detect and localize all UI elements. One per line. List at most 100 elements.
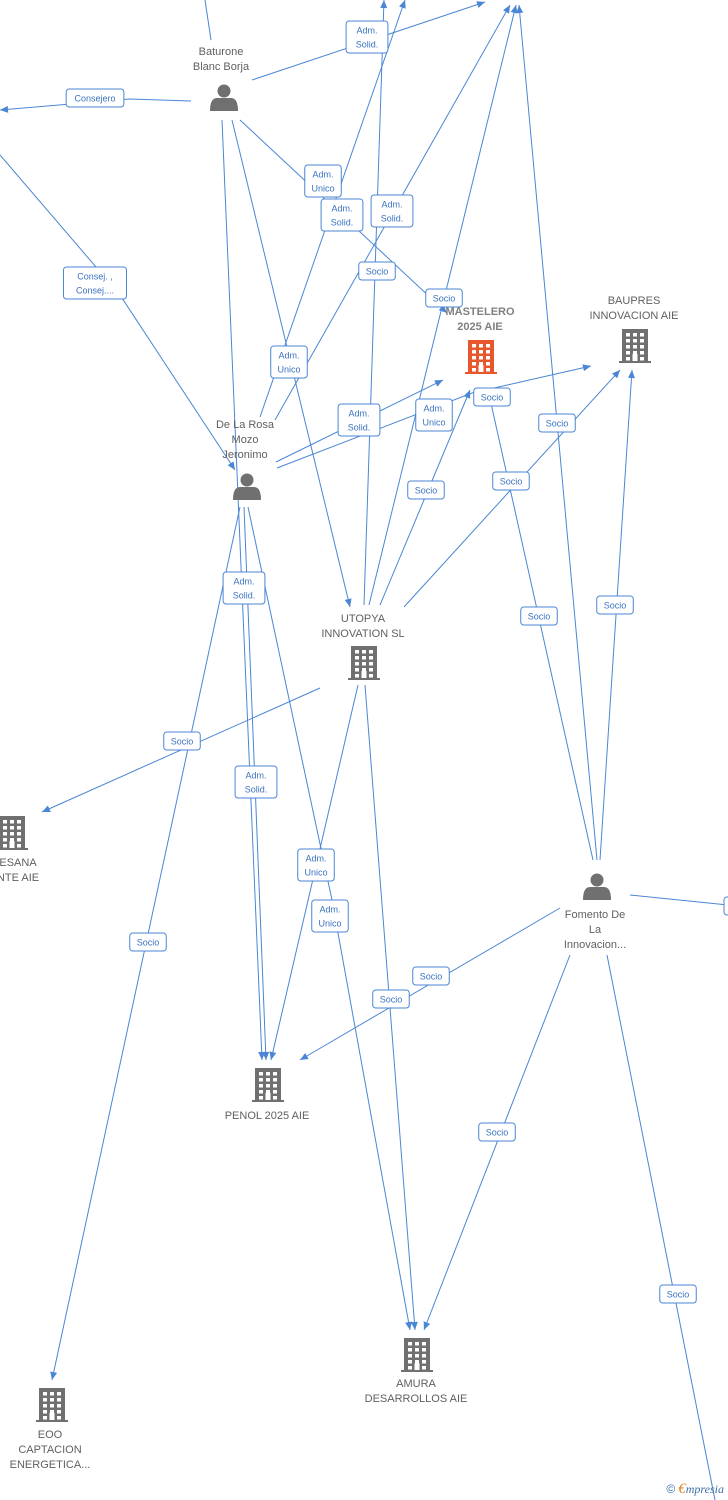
- edge-label[interactable]: Socio: [407, 480, 445, 500]
- building-icon-door: [414, 1363, 420, 1372]
- edge-label-box: [659, 1284, 697, 1304]
- node-label: Fomento De: [565, 909, 626, 921]
- edge-label-box: [163, 731, 201, 751]
- edge-arrowhead: [227, 461, 235, 470]
- edge-label-text: Socio: [366, 267, 389, 277]
- building-icon-window: [486, 362, 490, 366]
- building-icon-window: [355, 656, 359, 660]
- edge-label[interactable]: Socio: [659, 1284, 697, 1304]
- edge-label[interactable]: Consejero: [65, 88, 125, 108]
- edge-label-box: [297, 848, 335, 882]
- node-label: PENOL 2025 AIE: [225, 1110, 310, 1122]
- relationship-edge: [599, 369, 633, 861]
- edge-label-box: [65, 88, 125, 108]
- building-icon-window: [17, 826, 21, 830]
- building-icon-window: [422, 1366, 426, 1370]
- node-label: NTE AIE: [0, 872, 39, 884]
- building-icon-window: [640, 333, 644, 337]
- building-icon-window: [362, 668, 366, 672]
- building-icon-window: [57, 1398, 61, 1402]
- edge-label[interactable]: Adm. Solid.: [222, 571, 266, 605]
- building-icon-base: [401, 1370, 433, 1372]
- edge-label[interactable]: Socio: [358, 261, 396, 281]
- building-icon-window: [3, 832, 7, 836]
- edge-label-text: Adm.: [319, 905, 340, 915]
- building-icon-window: [3, 820, 7, 824]
- edge-label[interactable]: Adm.Solid.: [345, 20, 389, 54]
- edge-label[interactable]: Adm.Unico: [304, 164, 342, 198]
- edge-label-text: Solid.: [245, 785, 268, 795]
- building-icon-door: [361, 671, 367, 680]
- edge-label-text: Adm.: [356, 26, 377, 36]
- building-icon-window: [479, 356, 483, 360]
- building-icon-window: [626, 345, 630, 349]
- building-icon-window: [57, 1416, 61, 1420]
- node-eoo[interactable]: EOOCAPTACIONENERGETICA...: [10, 1388, 91, 1471]
- building-icon-window: [408, 1348, 412, 1352]
- node-label: De La Rosa: [216, 419, 275, 431]
- node-label: ESANA: [0, 857, 37, 869]
- edge-label-text: Solid.: [233, 591, 256, 601]
- edge-arrowhead: [438, 304, 447, 313]
- edge-label[interactable]: Adm.Unico: [311, 899, 349, 933]
- edge-label[interactable]: Socio: [163, 731, 201, 751]
- edge-label[interactable]: Socio: [372, 989, 410, 1009]
- building-icon-window: [479, 350, 483, 354]
- edge-label[interactable]: Socio: [412, 966, 450, 986]
- node-fomento[interactable]: Fomento DeLaInnovacion...: [564, 873, 626, 952]
- building-icon-window: [43, 1392, 47, 1396]
- edge-label-text: Socio: [171, 737, 194, 747]
- edge-label[interactable]: Adm.Unico: [297, 848, 335, 882]
- edge-arrowhead: [42, 805, 51, 812]
- edge-label[interactable]: Socio: [425, 288, 463, 308]
- edge-label-text: Adm.: [233, 577, 254, 587]
- node-label: ENERGETICA...: [10, 1459, 91, 1471]
- edge-label[interactable]: Adm.Solid.: [320, 198, 364, 232]
- edge-label[interactable]: Socio: [473, 387, 511, 407]
- edge-label[interactable]: Socio: [538, 413, 576, 433]
- edge-label[interactable]: Socio: [492, 471, 530, 491]
- person-icon-head: [217, 84, 231, 98]
- building-icon-window: [273, 1090, 277, 1094]
- building-icon-window: [259, 1078, 263, 1082]
- building-icon-window: [50, 1398, 54, 1402]
- building-icon-window: [415, 1354, 419, 1358]
- relationship-edge: [204, 0, 212, 41]
- edge-label-text: Unico: [304, 868, 327, 878]
- node-penol[interactable]: PENOL 2025 AIE: [225, 1068, 310, 1122]
- building-icon-base: [348, 678, 380, 680]
- node-label: BAUPRES: [608, 295, 661, 307]
- edge-labels-layer: Adm.Solid.ConsejeroAdm.UnicoAdm.Solid.Ad…: [63, 20, 728, 1304]
- edge-label[interactable]: Adm.Unico: [415, 398, 453, 432]
- edge-label[interactable]: Socio: [596, 595, 634, 615]
- edge-arrowhead: [410, 1321, 418, 1330]
- edge-label[interactable]: Socio: [520, 606, 558, 626]
- edge-label[interactable]: Adm.Solid.: [370, 194, 414, 228]
- node-mesana[interactable]: ESANA NTE AIE: [0, 816, 39, 884]
- edge-label[interactable]: Adm.Unico: [270, 345, 308, 379]
- edge-label[interactable]: Adm.Solid.: [337, 403, 381, 437]
- building-icon-window: [626, 339, 630, 343]
- building-icon-window: [640, 351, 644, 355]
- edge-label-text: Unico: [311, 184, 334, 194]
- edge-label[interactable]: Socio: [129, 932, 167, 952]
- building-icon-window: [640, 339, 644, 343]
- edge-label-box[interactable]: [723, 896, 728, 916]
- edge-label-text: Consej. ,: [77, 272, 113, 282]
- building-icon-window: [50, 1392, 54, 1396]
- edge-label[interactable]: Socio: [478, 1122, 516, 1142]
- edge-label[interactable]: Consej. ,Consej....: [63, 266, 127, 300]
- edge-arrowhead: [262, 1051, 270, 1060]
- edge-arrowhead: [405, 1321, 413, 1330]
- edge-label[interactable]: Adm.Solid.: [234, 765, 278, 799]
- edge-label-box: [425, 288, 463, 308]
- edge-label-box: [337, 403, 381, 437]
- building-icon-window: [10, 838, 14, 842]
